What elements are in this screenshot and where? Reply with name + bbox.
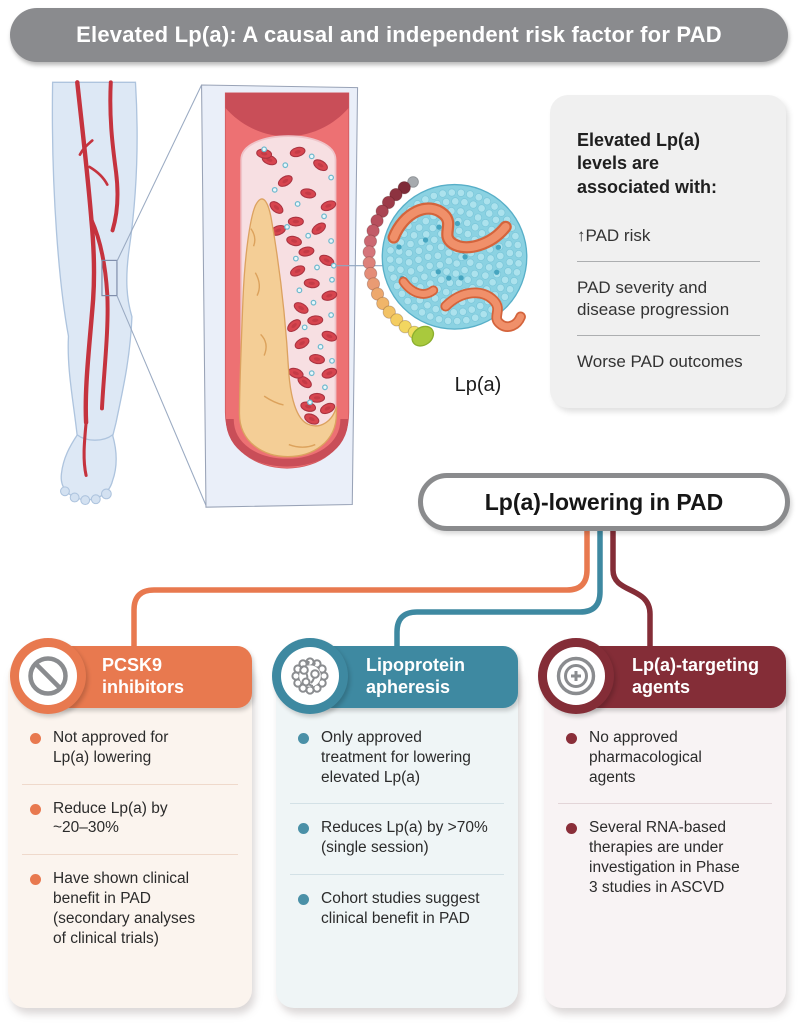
divider	[290, 803, 504, 805]
connector-maroon	[610, 526, 653, 660]
apo-a-terminal-bead	[407, 176, 419, 188]
bullet-dot	[30, 803, 41, 815]
arteries	[75, 80, 120, 477]
bullet-dot	[298, 823, 309, 835]
bullet-dot	[298, 894, 309, 906]
bullet-item: Reduces Lp(a) by >70% (single session)	[276, 810, 518, 870]
apoB-ribbons	[387, 202, 526, 332]
lpa-particle-label: Lp(a)	[454, 374, 502, 396]
red-blood-cells	[256, 146, 338, 425]
pcsk9-column: Not approved for Lp(a) lowering Reduce L…	[8, 658, 252, 1008]
title-banner: Elevated Lp(a): A causal and independent…	[10, 8, 788, 62]
prohibition-icon	[10, 638, 86, 714]
bullet-dot	[30, 874, 41, 886]
bullet-item: Have shown clinical benefit in PAD (seco…	[8, 861, 252, 960]
toes	[60, 486, 112, 506]
lpa-particle-graphic	[362, 176, 528, 347]
divider	[577, 334, 760, 336]
target-plus-icon	[538, 638, 614, 714]
leg-graphic	[51, 80, 207, 506]
bullet-dot	[30, 733, 41, 744]
zoom-line-bottom	[116, 295, 207, 506]
banner-title: Elevated Lp(a): A causal and independent…	[76, 22, 722, 47]
association-item-outcomes: Worse PAD outcomes	[577, 351, 743, 371]
lpa-particles-in-blood	[261, 146, 337, 406]
plaque	[238, 198, 338, 458]
zoom-line-top	[116, 84, 203, 262]
divider	[22, 783, 238, 785]
bullet-item: Cohort studies suggest clinical benefit …	[276, 881, 518, 941]
divider	[577, 261, 760, 263]
apo-a-green-domain	[411, 325, 435, 347]
lpa-targeting-column: No approved pharmacological agents Sever…	[544, 658, 786, 1008]
leg-artery-illustration	[51, 80, 528, 508]
apheresis-column: Only approved treatment for lowering ele…	[276, 658, 518, 1008]
associations-box: Elevated Lp(a) levels are associated wit…	[550, 95, 786, 408]
association-item-severity: PAD severity and disease progression	[577, 278, 730, 319]
bullet-dot	[298, 733, 309, 744]
bullet-item: Not approved for Lp(a) lowering	[8, 720, 252, 780]
plaque-texture	[250, 228, 316, 448]
bullet-item: No approved pharmacological agents	[544, 720, 786, 799]
associations-title: Elevated Lp(a) levels are associated wit…	[577, 130, 718, 197]
bullet-item: Reduce Lp(a) by ~20–30%	[8, 791, 252, 851]
divider	[290, 874, 504, 876]
divider	[558, 803, 772, 805]
association-item-pad-risk: ↑PAD risk	[577, 226, 651, 246]
zoom-region-rect	[101, 259, 118, 297]
bullet-dot	[566, 733, 577, 744]
bullet-item: Several RNA-based therapies are under in…	[544, 810, 786, 909]
lipoprotein-particle-icon	[272, 638, 348, 714]
divider	[22, 854, 238, 856]
bullet-dot	[566, 823, 577, 835]
lpa-lowering-node: Lp(a)-lowering in PAD	[418, 473, 790, 531]
bullet-item: Only approved treatment for lowering ele…	[276, 720, 518, 799]
artery-panel-graphic	[201, 84, 384, 508]
